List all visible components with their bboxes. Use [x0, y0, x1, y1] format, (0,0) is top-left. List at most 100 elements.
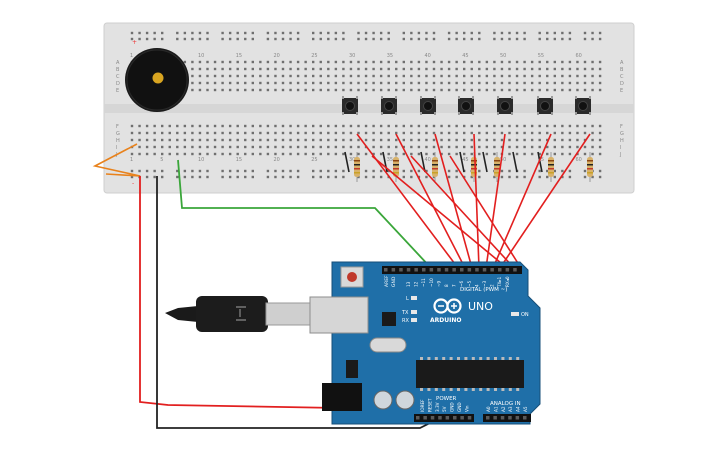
pushbutton[interactable]: [342, 96, 358, 115]
analog-header[interactable]: [483, 414, 531, 422]
analog-pin-label: A0: [486, 406, 491, 412]
row-letter: B: [116, 67, 120, 73]
column-number: 15: [236, 53, 242, 59]
row-letter: D: [116, 81, 120, 87]
digital-pin-label: 12: [414, 281, 419, 287]
row-letter: H: [116, 138, 120, 144]
row-letter: J: [619, 152, 621, 158]
capacitor-2: [395, 390, 415, 410]
row-letter: G: [116, 131, 120, 137]
column-number: 1: [130, 157, 133, 163]
digital-pin-label: ~10: [429, 278, 434, 287]
ground-jumper-group: [344, 151, 543, 173]
column-number: 55: [538, 53, 544, 59]
column-number: 5: [160, 157, 163, 163]
column-number: 40: [424, 53, 430, 59]
column-number: 15: [236, 157, 242, 163]
analog-pin-label: A4: [516, 406, 521, 412]
analog-pin-label: A3: [508, 406, 513, 412]
row-letter: G: [620, 131, 624, 137]
atmega-chip: [416, 360, 524, 388]
wire-red-signal[interactable]: [492, 133, 552, 269]
power-pin-label: 3.3V: [435, 402, 440, 412]
usb-icon: [236, 306, 246, 321]
wire-red-signal[interactable]: [485, 133, 506, 269]
wire-red-signal[interactable]: [473, 133, 480, 269]
digital-pin-label: 2: [490, 284, 495, 287]
pushbutton[interactable]: [420, 96, 436, 115]
column-number: 30: [349, 53, 355, 59]
wire-red-signal[interactable]: [395, 133, 466, 269]
usb-chip: [382, 312, 396, 326]
power-pin-label: Vin: [464, 405, 469, 412]
wire-orange-2: [105, 173, 141, 177]
rx-label: RX: [402, 318, 409, 324]
arduino-uno-board[interactable]: UNO ARDUINO DIGITAL (PWM ~) ANALOG IN PO…: [165, 261, 541, 425]
column-number: 50: [500, 157, 506, 163]
l-label: L: [406, 296, 409, 302]
column-number: 60: [575, 157, 581, 163]
l-led: [411, 296, 417, 300]
digital-pin-label: ~6: [459, 280, 464, 287]
pushbutton-group[interactable]: [342, 96, 591, 115]
column-number: 10: [198, 53, 204, 59]
power-pin-label: RESET: [427, 398, 432, 412]
power-pin-label: GND: [457, 402, 462, 412]
wire-red-signal[interactable]: [371, 155, 508, 269]
power-header[interactable]: [414, 414, 474, 422]
row-letter: I: [620, 145, 621, 151]
wire-red-signal[interactable]: [449, 155, 522, 269]
wire-red-signal[interactable]: [410, 155, 515, 269]
digital-pin-label: ~3: [482, 280, 487, 287]
row-letter: C: [620, 74, 624, 80]
piezo-buzzer[interactable]: [125, 48, 189, 112]
digital-pin-label: ~11: [421, 278, 426, 287]
ground-jumper: [482, 151, 488, 173]
column-number: 50: [500, 53, 506, 59]
resistor: [548, 152, 554, 182]
column-number: 25: [311, 157, 317, 163]
on-label: ON: [521, 312, 529, 318]
on-led: [511, 312, 519, 316]
tx-label: TX: [401, 310, 409, 316]
reset-icon: [347, 272, 357, 282]
digital-pin-label: 7: [452, 284, 457, 287]
wire-red-signal[interactable]: [434, 133, 473, 269]
digital-header[interactable]: [382, 266, 522, 274]
wire-green: [177, 159, 432, 269]
row-letter: E: [116, 88, 119, 94]
column-number: 20: [273, 157, 279, 163]
ground-jumper: [420, 151, 426, 173]
crystal: [369, 337, 407, 353]
analog-label: ANALOG IN: [490, 401, 521, 407]
rail-minus-label: -: [132, 180, 134, 187]
aref-label: AREF: [384, 275, 390, 287]
wire-red-signal[interactable]: [356, 133, 459, 269]
column-number: 20: [273, 53, 279, 59]
row-letter: C: [116, 74, 120, 80]
column-number: 40: [424, 157, 430, 163]
pushbutton[interactable]: [458, 96, 474, 115]
row-letter: E: [620, 88, 623, 94]
regulator-chip: [346, 360, 358, 378]
resistor: [494, 152, 500, 182]
power-jack: [322, 383, 362, 411]
resistor: [587, 152, 593, 182]
column-number: 45: [462, 157, 468, 163]
digital-pin-label: 4: [474, 284, 479, 287]
digital-pin-label: ~9: [436, 280, 441, 287]
buzzer-center-icon: [152, 72, 164, 84]
pushbutton[interactable]: [497, 96, 513, 115]
column-number: 60: [575, 53, 581, 59]
column-number: 55: [538, 157, 544, 163]
row-letter: A: [620, 60, 624, 66]
row-letter: I: [116, 145, 117, 151]
pushbutton[interactable]: [575, 96, 591, 115]
row-letter: F: [116, 124, 119, 130]
pushbutton[interactable]: [381, 96, 397, 115]
pushbutton[interactable]: [537, 96, 553, 115]
analog-pin-label: A2: [501, 406, 506, 412]
wire-red-signal[interactable]: [499, 133, 591, 269]
